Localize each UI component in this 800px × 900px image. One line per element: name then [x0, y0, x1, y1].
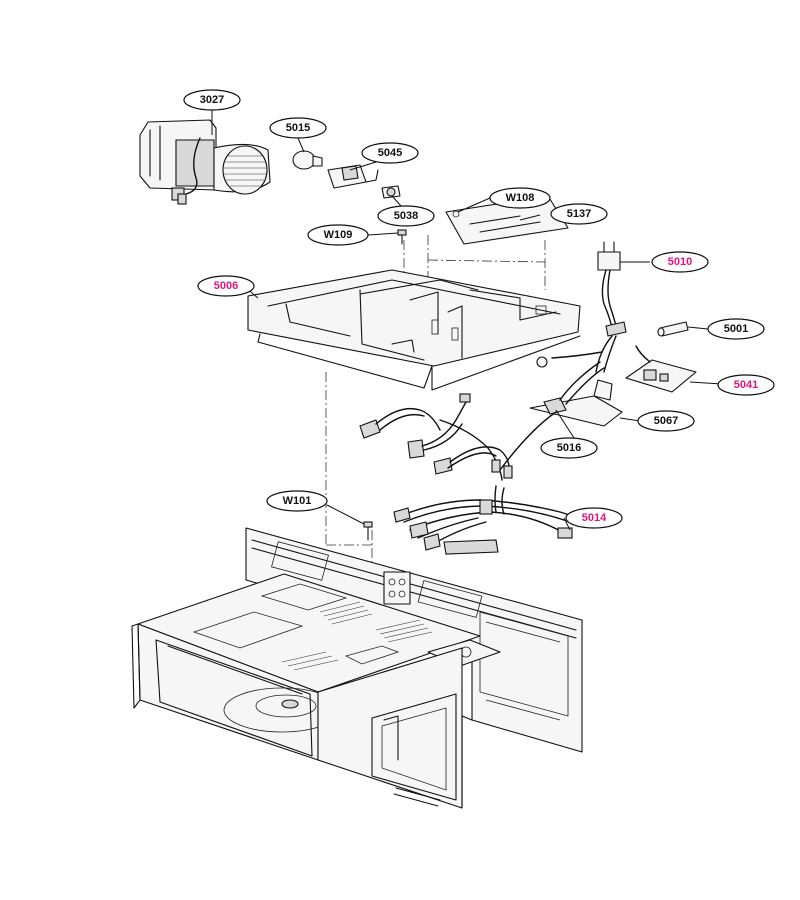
callout-5038: 5038 [377, 205, 435, 227]
callout-w108-label: W108 [506, 192, 535, 204]
callout-w109-label: W109 [324, 229, 353, 241]
callout-5014-label: 5014 [582, 512, 607, 524]
thermostat-part [381, 185, 401, 199]
thermal-cutoff [536, 351, 605, 415]
callout-3027: 3027 [183, 89, 241, 111]
blower-fan-assembly [139, 119, 271, 205]
callout-5006: 5006 [197, 275, 255, 297]
callout-5001-label: 5001 [724, 323, 748, 335]
callout-5015: 5015 [269, 117, 327, 139]
callout-5045-label: 5045 [378, 147, 402, 159]
callout-5067-label: 5067 [654, 415, 678, 427]
callout-5001: 5001 [707, 318, 765, 340]
callout-5041-label: 5041 [734, 379, 758, 391]
callout-w101: W101 [266, 490, 328, 512]
control-housing-tray [247, 269, 581, 391]
fuse [657, 321, 689, 337]
power-cord [595, 241, 627, 373]
callout-5041: 5041 [717, 374, 775, 396]
callout-5014: 5014 [565, 507, 623, 529]
callout-5015-label: 5015 [286, 122, 310, 134]
callout-5010-label: 5010 [668, 256, 692, 268]
callout-w101-label: W101 [283, 495, 312, 507]
callout-5006-label: 5006 [214, 280, 238, 292]
screw-w109 [397, 229, 407, 245]
oven-cavity-chassis [131, 527, 583, 809]
callout-5038-label: 5038 [394, 210, 418, 222]
callout-3027-label: 3027 [200, 94, 224, 106]
wire-harness-main [393, 485, 591, 555]
callout-5137-label: 5137 [567, 208, 591, 220]
circuit-board [625, 345, 697, 393]
callout-5016-label: 5016 [557, 442, 581, 454]
callout-5067: 5067 [637, 410, 695, 432]
callout-5010: 5010 [651, 251, 709, 273]
wire-harness-upper [359, 393, 557, 481]
screw-w101 [363, 521, 373, 541]
lamp-bulb [292, 150, 323, 170]
lamp-socket [327, 164, 379, 189]
mounting-bracket [529, 379, 623, 427]
leader-lines [211, 110, 723, 531]
callout-w109: W109 [307, 224, 369, 246]
callout-5045: 5045 [361, 142, 419, 164]
callout-5016: 5016 [540, 437, 598, 459]
callout-w108: W108 [489, 187, 551, 209]
callout-5137: 5137 [550, 203, 608, 225]
